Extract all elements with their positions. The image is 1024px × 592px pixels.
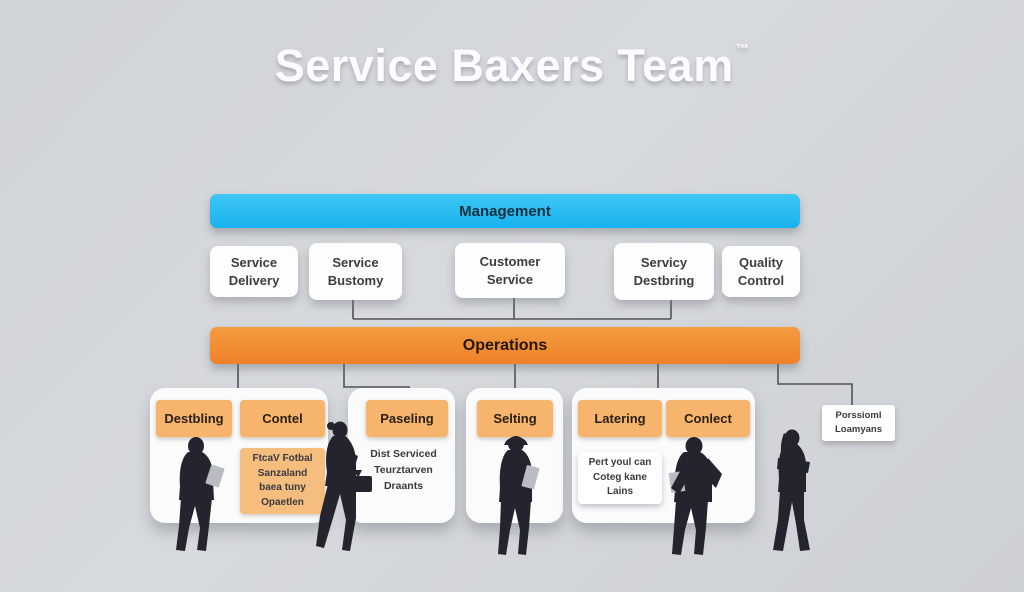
- dept-box-customer-service: Customer Service: [455, 243, 565, 298]
- label-box-selting: Selting: [477, 400, 553, 437]
- dept-box-service-delivery: Service Delivery: [210, 246, 298, 297]
- woman-arms-crossed-icon: [766, 428, 818, 556]
- note-card-1: FtcaV Fotbal Sanzaland baea tuny Opaetle…: [240, 448, 325, 514]
- label-box-destbling: Destbling: [156, 400, 232, 437]
- label-box-latering: Latering: [578, 400, 662, 437]
- management-bar-label: Management: [459, 202, 551, 220]
- note-card-4: Pert youl can Coteg kane Lains: [578, 452, 662, 504]
- dept-box-service-bustomy: Service Bustomy: [309, 243, 402, 300]
- label-box-paseling: Paseling: [366, 400, 448, 437]
- dept-box-quality-control: Quality Control: [722, 246, 800, 297]
- man-with-clipboard-icon: [486, 432, 544, 560]
- trademark-symbol: ™: [735, 41, 750, 56]
- man-with-tablet-icon: [166, 436, 228, 556]
- note-card-2: Dist Serviced Teurztarven Draants: [370, 448, 437, 492]
- man-with-folder-icon: [658, 436, 726, 558]
- label-box-conlect: Conlect: [666, 400, 750, 437]
- woman-with-briefcase-icon: [312, 420, 376, 560]
- page-title-text: Service Baxers Team: [274, 40, 734, 91]
- dept-box-servicy-destbring: Servicy Destbring: [614, 243, 714, 300]
- note-floating-label: Porssioml Loamyans: [822, 405, 895, 441]
- operations-bar: Operations: [210, 327, 800, 364]
- label-box-contel: Contel: [240, 400, 325, 437]
- management-bar: Management: [210, 194, 800, 228]
- operations-bar-label: Operations: [462, 336, 548, 354]
